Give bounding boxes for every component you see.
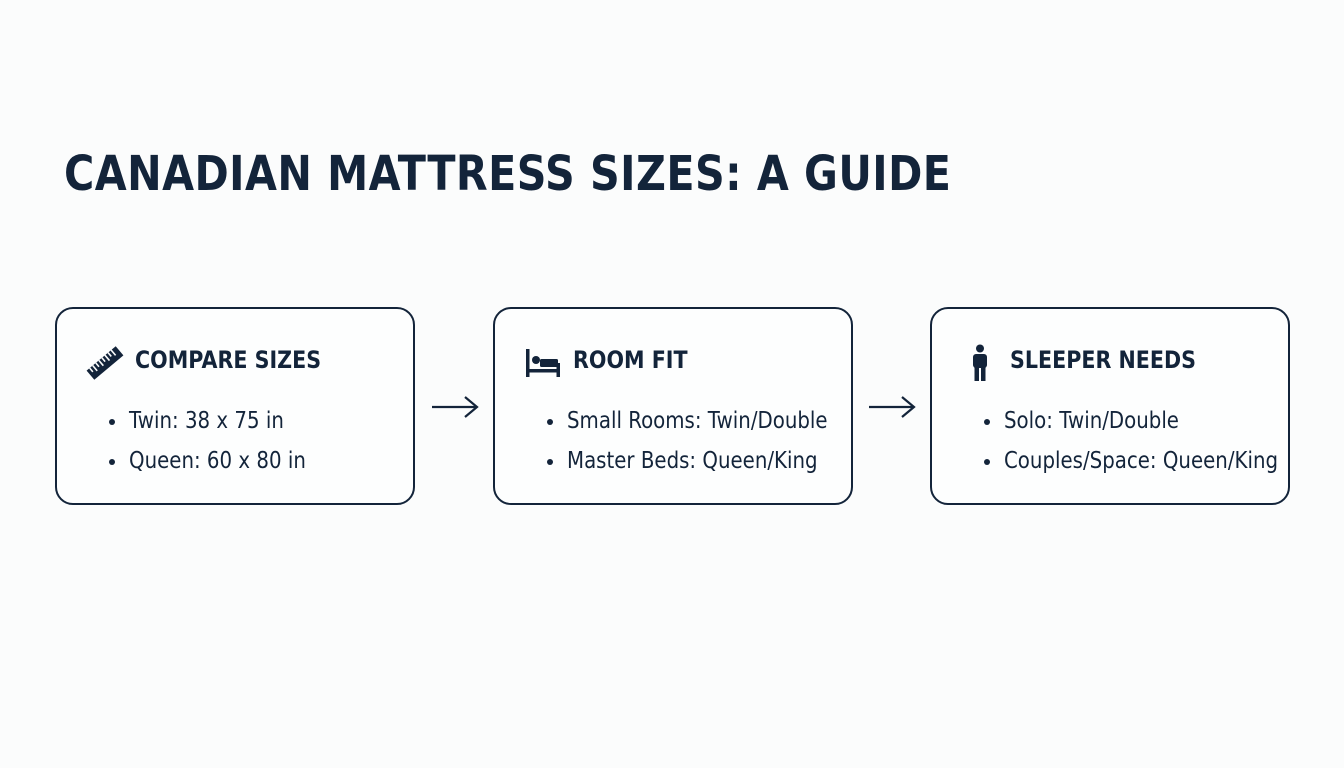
list-item-text: Small Rooms: Twin/Double xyxy=(567,408,828,434)
arrow-right-icon xyxy=(869,396,916,418)
list-item-text: Twin: 38 x 75 in xyxy=(129,408,284,434)
list-item-text: Queen: 60 x 80 in xyxy=(129,448,306,474)
list-item-text: Solo: Twin/Double xyxy=(1004,408,1179,434)
card-heading: SLEEPER NEEDS xyxy=(1010,346,1197,374)
ruler-icon xyxy=(85,343,125,383)
bullet-icon xyxy=(547,459,553,465)
bullet-icon xyxy=(109,419,115,425)
bullet-icon xyxy=(984,459,990,465)
bed-icon xyxy=(523,343,563,383)
card-sleeper-needs: SLEEPER NEEDS Solo: Twin/Double Couples/… xyxy=(930,307,1290,505)
page-title: CANADIAN MATTRESS SIZES: A GUIDE xyxy=(64,146,952,202)
card-heading: ROOM FIT xyxy=(573,346,688,374)
card-room-fit: ROOM FIT Small Rooms: Twin/Double Master… xyxy=(493,307,853,505)
bullet-icon xyxy=(984,419,990,425)
list-item-text: Master Beds: Queen/King xyxy=(567,448,818,474)
person-icon xyxy=(960,343,1000,383)
card-heading: COMPARE SIZES xyxy=(135,346,322,374)
bullet-icon xyxy=(547,419,553,425)
card-compare-sizes: COMPARE SIZES Twin: 38 x 75 in Queen: 60… xyxy=(55,307,415,505)
list-item-text: Couples/Space: Queen/King xyxy=(1004,448,1279,474)
arrow-right-icon xyxy=(432,396,479,418)
bullet-icon xyxy=(109,459,115,465)
